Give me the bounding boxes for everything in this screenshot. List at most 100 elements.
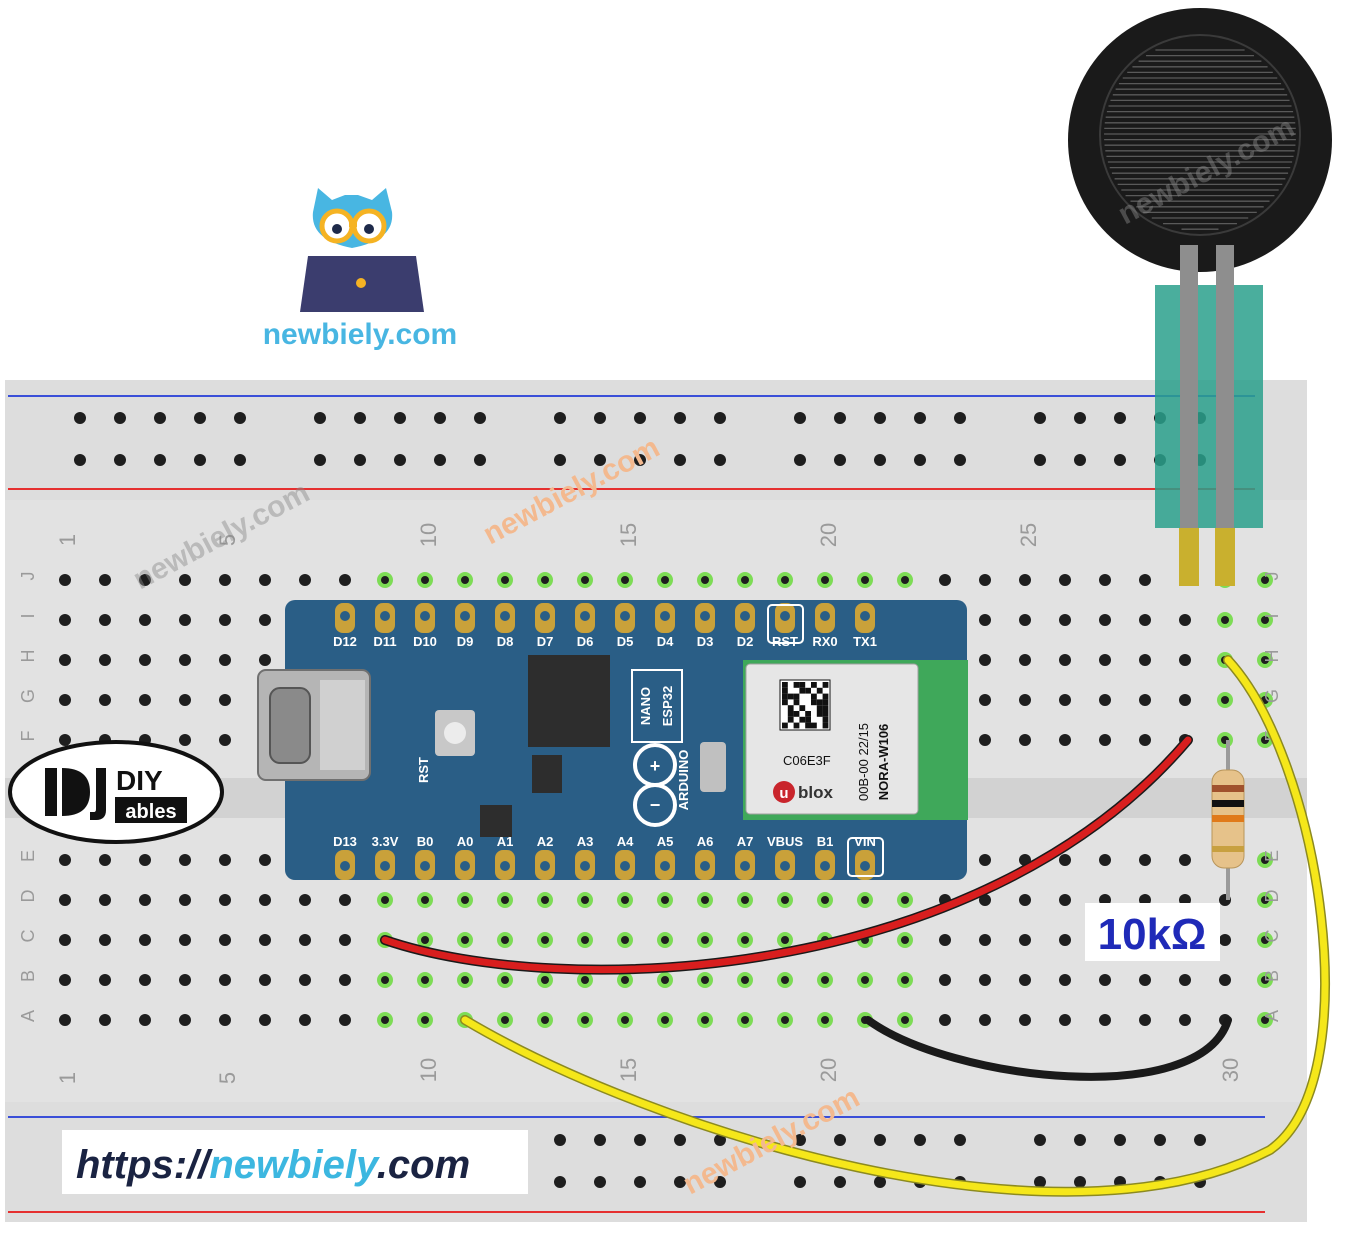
sensor-lead-left <box>1180 245 1198 530</box>
hole <box>299 894 311 906</box>
small-chip <box>480 805 512 837</box>
yellow-wire[interactable] <box>461 656 1329 1196</box>
hole <box>1179 854 1191 866</box>
url-text[interactable]: https://newbiely.com <box>76 1143 470 1187</box>
hole-core <box>861 576 869 584</box>
rail-hole <box>954 454 966 466</box>
hole <box>1179 694 1191 706</box>
hole <box>1099 1014 1111 1026</box>
rail-hole <box>794 454 806 466</box>
qr-cell <box>822 699 829 706</box>
qr-cell <box>805 716 811 723</box>
qr-cell <box>811 722 817 729</box>
hole <box>99 694 111 706</box>
hole-core <box>421 1016 429 1024</box>
pin-hole <box>580 611 590 621</box>
hole <box>1219 974 1231 986</box>
row-label-h-right: H <box>1262 650 1282 663</box>
hole <box>979 574 991 586</box>
pin-label-bottom: A0 <box>457 834 474 849</box>
hole-core <box>621 576 629 584</box>
rail-hole <box>554 1134 566 1146</box>
hole <box>139 854 151 866</box>
hole-core <box>541 976 549 984</box>
rail-hole <box>1074 454 1086 466</box>
hole <box>99 894 111 906</box>
hole <box>339 894 351 906</box>
diyables-logo: DIY ables <box>8 740 224 844</box>
col-number-5-bottom: 5 <box>215 1072 240 1084</box>
hole-core <box>1261 856 1269 864</box>
rail-hole <box>314 454 326 466</box>
rail-hole <box>1074 412 1086 424</box>
qr-cell <box>816 711 823 717</box>
hole-core <box>741 896 749 904</box>
rail-hole <box>714 412 726 424</box>
resistor-label-bg <box>1085 903 1220 961</box>
silk-box-bottom <box>847 837 884 877</box>
rail-hole <box>634 1134 646 1146</box>
qr-cell <box>805 711 811 717</box>
hole <box>1219 934 1231 946</box>
rail-hole <box>234 412 246 424</box>
pin-label-bottom: A7 <box>737 834 754 849</box>
hole <box>59 854 71 866</box>
rail-hole <box>634 1176 646 1188</box>
hole-core <box>461 936 469 944</box>
hole <box>219 734 231 746</box>
hole <box>139 654 151 666</box>
qr-cell <box>816 687 823 694</box>
hole <box>59 934 71 946</box>
black-wire[interactable] <box>864 1016 1232 1081</box>
hole <box>99 854 111 866</box>
hole <box>939 574 951 586</box>
sensor-pin-left <box>1179 528 1199 586</box>
hole <box>1179 654 1191 666</box>
url-part-name: newbiely <box>209 1143 380 1187</box>
pin-hole <box>540 861 550 871</box>
hole-core <box>701 936 709 944</box>
hole-core <box>541 1016 549 1024</box>
hole <box>1139 694 1151 706</box>
pin-hole <box>860 611 870 621</box>
hole <box>59 894 71 906</box>
col-number-10-bottom: 10 <box>416 1058 441 1082</box>
rail-hole <box>194 454 206 466</box>
pin-hole <box>540 611 550 621</box>
rail-hole <box>834 412 846 424</box>
rail-hole <box>594 1176 606 1188</box>
hole-core <box>581 896 589 904</box>
arduino-nano-esp32: RST NANO ESP32 + − ARDUINO C06E3F 00B-00… <box>257 600 968 880</box>
main-chip <box>528 655 610 747</box>
hole <box>219 574 231 586</box>
rail-hole <box>874 1176 886 1188</box>
red-wire[interactable] <box>381 736 1192 974</box>
qr-cell <box>822 693 829 700</box>
rail-hole <box>474 412 486 424</box>
hole <box>99 934 111 946</box>
hole <box>979 894 991 906</box>
hole-core <box>821 896 829 904</box>
pin-label-top: D5 <box>617 634 634 649</box>
hole-core <box>621 1016 629 1024</box>
hole-core <box>901 576 909 584</box>
crystal <box>700 742 726 792</box>
pin-label-top: D8 <box>497 634 514 649</box>
hole <box>1099 854 1111 866</box>
pin-label-bottom: B1 <box>817 834 834 849</box>
hole <box>1059 894 1071 906</box>
hole-core <box>581 936 589 944</box>
hole <box>139 894 151 906</box>
qr-cell <box>816 705 823 711</box>
hole <box>219 1014 231 1026</box>
qr-cell <box>787 693 794 700</box>
pin-hole <box>780 611 790 621</box>
hole-core <box>381 576 389 584</box>
hole-core <box>861 896 869 904</box>
hole <box>179 854 191 866</box>
url-part-tld: .com <box>377 1143 470 1187</box>
hole <box>59 654 71 666</box>
hole-core <box>541 576 549 584</box>
hole <box>139 574 151 586</box>
